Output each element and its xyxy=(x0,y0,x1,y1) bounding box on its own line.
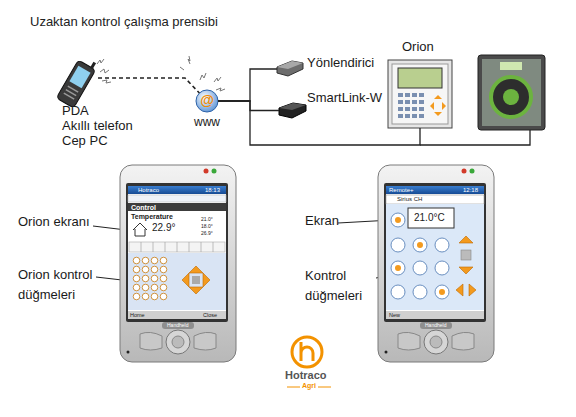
screen-text: New xyxy=(389,312,400,318)
router-device: Yönlendirici xyxy=(277,61,303,77)
pda-keys xyxy=(64,86,78,99)
screen-text: 18.0° xyxy=(201,224,213,229)
diagram-title: Uzaktan kontrol çalışma prensibi xyxy=(30,15,218,30)
screen-text: Close xyxy=(203,312,217,318)
device-label: Handheld xyxy=(425,323,446,328)
screen-text: 12:18 xyxy=(463,187,478,193)
orion-frame xyxy=(388,60,452,128)
screen-text: Temperature xyxy=(131,213,173,220)
network-wire xyxy=(218,101,279,111)
screen-text: 26.9° xyxy=(201,231,213,236)
smartlink-device: SmartLink-W xyxy=(279,103,306,118)
node-label: PDA xyxy=(62,104,89,119)
internet-globe: @www xyxy=(196,90,218,112)
screen-text: 21.0°C xyxy=(414,213,445,223)
callout-label: Orion ekranı xyxy=(18,215,90,230)
button-panel xyxy=(386,204,484,310)
icon-row xyxy=(129,242,225,252)
logo-text: Agri xyxy=(302,382,316,390)
controller-dial xyxy=(491,77,531,117)
screen-text: Control xyxy=(131,204,156,211)
node-label: Orion xyxy=(402,40,434,55)
controller-knob xyxy=(503,89,519,105)
orion-arrows xyxy=(430,95,446,116)
router-top xyxy=(277,61,303,69)
node-label: SmartLink-W xyxy=(307,91,382,106)
pda-antenna xyxy=(90,62,96,70)
network-wire xyxy=(218,101,420,145)
logo-text: Hotraco xyxy=(285,369,327,382)
button-panel xyxy=(128,253,226,310)
screen-text: 21.0° xyxy=(201,217,213,222)
pda-device: PDAAkıllı telefonCep PC xyxy=(56,60,98,108)
wireless-link xyxy=(98,78,199,93)
logo-ring xyxy=(292,337,322,367)
orion-buttons xyxy=(398,93,426,121)
pda-body xyxy=(56,60,95,108)
screen-text: Remote+ xyxy=(389,187,414,193)
handheld-right xyxy=(378,165,494,362)
arrow-pad xyxy=(456,236,476,296)
button-icons xyxy=(395,217,445,295)
network-wire xyxy=(218,69,277,101)
node-label: Yönlendirici xyxy=(307,56,374,71)
handheld-left xyxy=(120,165,236,362)
house-icon xyxy=(133,223,147,236)
screen-row xyxy=(128,195,226,202)
globe-icon xyxy=(196,90,218,112)
smartlink-shape xyxy=(279,103,306,118)
smartlink-top xyxy=(279,103,306,110)
callout-label: Kontrol düğmeleri xyxy=(305,266,375,306)
pda-screen xyxy=(69,66,90,89)
callout-label: Ekran xyxy=(305,214,339,229)
node-label: Akıllı telefon xyxy=(62,119,133,134)
controller-panel xyxy=(482,59,541,126)
node-label: Cep PC xyxy=(62,134,108,149)
round-buttons xyxy=(391,213,449,299)
arrow-center xyxy=(461,250,471,260)
node-label: www xyxy=(192,116,222,130)
orion-panel xyxy=(392,64,448,124)
orion-controller: Orion xyxy=(388,60,452,128)
temp-box xyxy=(408,208,454,228)
arrow-pad xyxy=(182,266,210,294)
orion-screen xyxy=(398,68,442,88)
numpad xyxy=(132,256,168,301)
screen-text: 22.9° xyxy=(152,223,175,233)
controller-screen xyxy=(500,62,522,70)
screen-text: Hotraco xyxy=(138,187,159,193)
screen-text: Sirius CH xyxy=(397,196,422,203)
router-shape xyxy=(277,61,303,76)
node-label: @ xyxy=(196,93,218,107)
callout-label: Orion kontrol düğmeleri xyxy=(18,265,110,305)
device-label: Handheld xyxy=(167,323,188,328)
pda-illustration xyxy=(56,55,98,108)
logo-mark xyxy=(301,342,313,361)
screen-header xyxy=(128,203,226,211)
dropdown xyxy=(386,195,484,204)
network-wire xyxy=(420,130,530,145)
screen-text: 18:13 xyxy=(205,187,220,193)
arrow-center xyxy=(192,276,200,284)
screen-text: Home xyxy=(130,312,145,318)
signal-waves xyxy=(97,56,225,91)
controller-frame xyxy=(478,55,545,130)
icon-dividers xyxy=(141,242,213,252)
